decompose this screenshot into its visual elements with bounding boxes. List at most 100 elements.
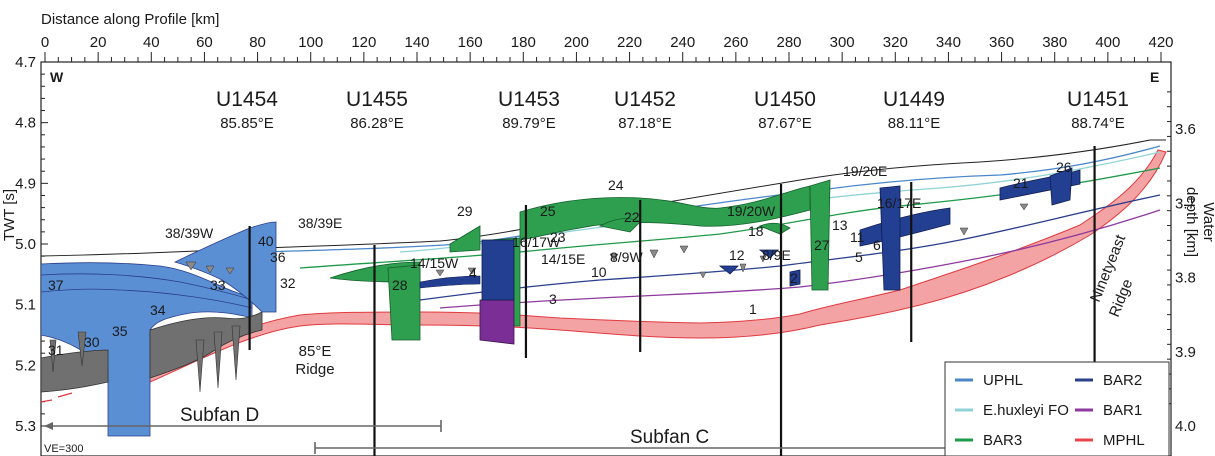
- ve-label: VE=300: [44, 443, 83, 455]
- plot-frame: [40, 61, 1172, 456]
- unit-label-16-17w: 16/17W: [512, 234, 561, 250]
- top-tick-label: 220: [617, 34, 642, 51]
- right-tick-label: 3.6: [1175, 121, 1196, 138]
- top-tick-label: 320: [883, 34, 908, 51]
- unit-label-12: 12: [729, 247, 745, 263]
- unit-label-24: 24: [608, 177, 624, 193]
- unit-label-19-20w: 19/20W: [727, 203, 776, 219]
- unit-label-5: 5: [855, 249, 863, 265]
- site-name-u1453: U1453: [498, 88, 560, 111]
- top-tick-label: 340: [936, 34, 961, 51]
- right-axis-title: Water depth [km]: [1183, 187, 1215, 257]
- unit-label-38-39e: 38/39E: [298, 215, 342, 231]
- left-tick-label: 4.9: [15, 175, 36, 192]
- unit-label-8-9w: 8/9W: [610, 249, 643, 265]
- site-lon-u1450: 87.67°E: [758, 115, 812, 132]
- svg-text:Water: Water: [1200, 202, 1215, 241]
- unit-label-18: 18: [748, 223, 764, 239]
- site-lon-u1455: 86.28°E: [350, 115, 404, 132]
- site-lon-u1449: 88.11°E: [888, 115, 940, 132]
- legend-box: [944, 361, 1170, 456]
- unit-label-14-15w: 14/15W: [410, 255, 459, 271]
- bar3-horizon: [299, 167, 1161, 269]
- unit-label-31: 31: [48, 342, 64, 358]
- unit-label-22: 22: [624, 209, 640, 225]
- right-tick-label: 3.8: [1175, 270, 1196, 287]
- site-lon-u1453: 89.79°E: [502, 115, 556, 132]
- top-tick-label: 100: [298, 34, 323, 51]
- svg-text:depth [km]: depth [km]: [1183, 187, 1200, 257]
- top-tick-label: 260: [723, 34, 748, 51]
- left-tick-label: 5.3: [15, 418, 36, 435]
- site-drill-lines: [248, 146, 1096, 456]
- right-tick-label: 3.7: [1175, 195, 1196, 212]
- top-tick-label: 0: [41, 34, 49, 51]
- unit-label-23: 23: [550, 229, 566, 245]
- unit-label-28: 28: [392, 277, 408, 293]
- unit-label-16-17e: 16/17E: [877, 195, 921, 211]
- left-axis-title: TWT [s]: [1, 189, 18, 241]
- top-tick-label: 80: [249, 34, 266, 51]
- site-labels: U1454 85.85°E U1455 86.28°E U1453 89.79°E U145…: [216, 88, 1129, 132]
- top-tick-label: 180: [511, 34, 536, 51]
- site-name-u1454: U1454: [216, 88, 278, 111]
- unit-label-19-20e: 19/20E: [843, 163, 887, 179]
- legend-label: MPHL: [1103, 432, 1145, 449]
- subfan-c: Subfan C: [314, 427, 945, 454]
- right-tick-label: 3.9: [1175, 344, 1196, 361]
- unit-label-1: 1: [749, 301, 757, 317]
- unit-label-36: 36: [270, 249, 286, 265]
- unit-label-38-39w: 38/39W: [165, 225, 214, 241]
- western-blue-cap: [41, 273, 253, 309]
- top-tick-label: 280: [776, 34, 801, 51]
- top-axis-title: Distance along Profile [km]: [41, 11, 219, 28]
- left-tick-label: 5.1: [15, 297, 36, 314]
- unit-label-29: 29: [457, 203, 473, 219]
- top-tick-label: 160: [458, 34, 483, 51]
- unit-label-10: 10: [591, 264, 607, 280]
- navy-lens-1415w: [419, 275, 481, 289]
- unit-label-26: 26: [1056, 159, 1072, 175]
- top-tick-label: 120: [351, 34, 376, 51]
- unit-label-33: 33: [210, 277, 226, 293]
- west-label: W: [50, 69, 64, 85]
- legend-label: UPHL: [983, 372, 1023, 389]
- site-lon-u1452: 87.18°E: [618, 115, 672, 132]
- unit-label-2: 2: [790, 270, 798, 286]
- grey-spikes: [49, 325, 241, 393]
- legend-label: BAR1: [1103, 402, 1142, 419]
- right-tick-label: 4.0: [1175, 418, 1196, 435]
- site-name-u1455: U1455: [346, 88, 408, 111]
- left-tick-label: 5.2: [15, 357, 36, 374]
- western-grey-unit-2: [149, 311, 263, 379]
- unit-label-34: 34: [150, 302, 166, 318]
- left-tick-label: 4.7: [15, 54, 36, 71]
- top-tick-label: 60: [196, 34, 213, 51]
- left-tick-label: 4.8: [15, 115, 36, 132]
- subfan-d: Subfan D: [44, 405, 442, 432]
- top-tick-label: 240: [670, 34, 695, 51]
- unit-label-6: 6: [873, 237, 881, 253]
- top-tick-label: 360: [989, 34, 1014, 51]
- unit-label-4: 4: [469, 265, 477, 281]
- ridge-85e-line1: 85°E: [299, 343, 332, 360]
- unit-label-35: 35: [112, 323, 128, 339]
- minor-lenses: [185, 203, 1029, 279]
- uphl-horizon: [259, 145, 1161, 253]
- unit-label-30: 30: [84, 334, 100, 350]
- profile-section: [41, 139, 1167, 437]
- unit-label-11: 11: [850, 229, 865, 245]
- top-tick-label: 40: [143, 34, 160, 51]
- site-lon-u1451: 88.74°E: [1071, 115, 1125, 132]
- unit-label-21: 21: [1013, 175, 1029, 191]
- left-tick-label: 5.0: [15, 236, 36, 253]
- unit-label-32: 32: [280, 275, 296, 291]
- site-name-u1450: U1450: [754, 88, 816, 111]
- western-blue-38-39w: [173, 221, 277, 313]
- site-name-u1449: U1449: [883, 88, 945, 111]
- top-tick-label: 380: [1042, 34, 1067, 51]
- purple-unit: [479, 299, 515, 345]
- site-lon-u1454: 85.85°E: [220, 115, 274, 132]
